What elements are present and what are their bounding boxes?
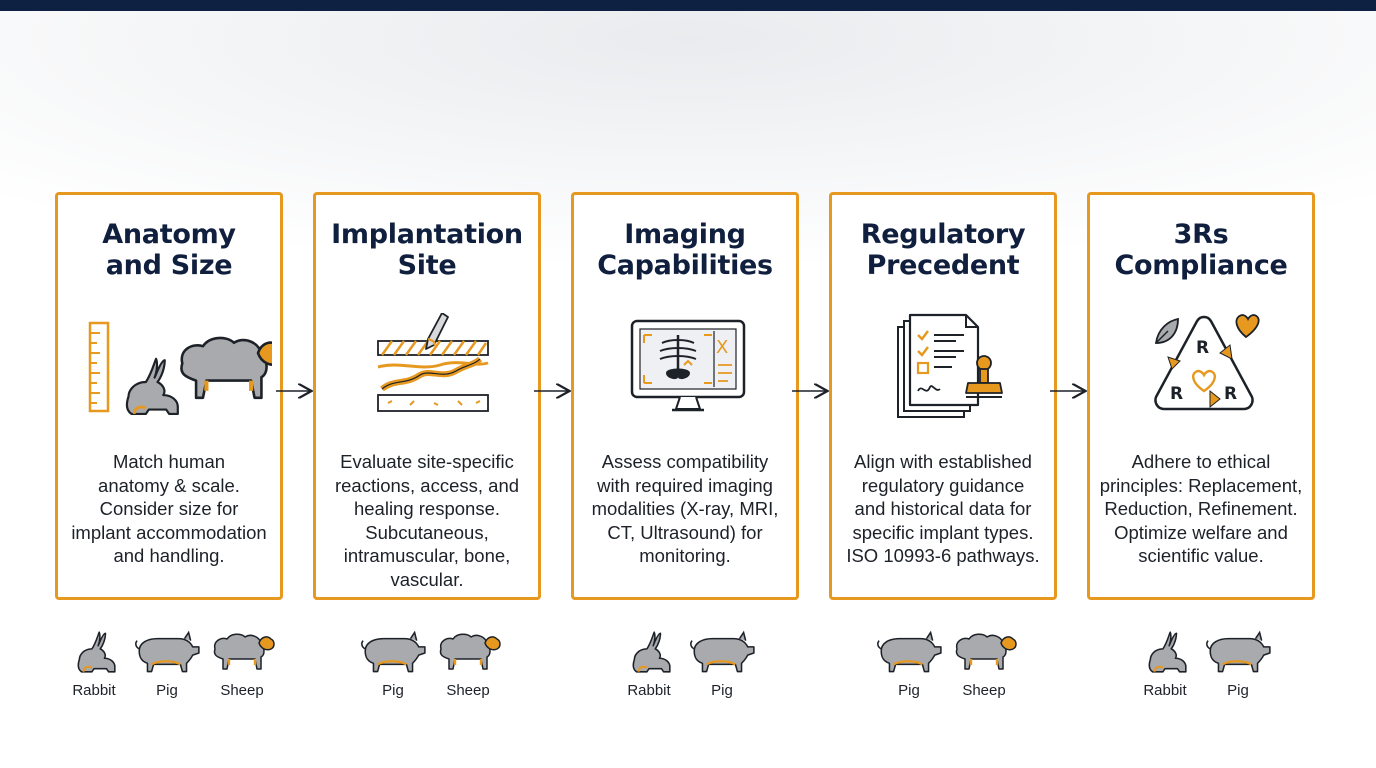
model-pig: Pig — [128, 628, 206, 699]
rabbit-icon — [1148, 631, 1187, 673]
card-description: Assess compatibility with required imagi… — [591, 451, 779, 566]
arrow-right-icon — [1050, 380, 1088, 402]
pig-icon — [1205, 631, 1272, 673]
model-rabbit: Rabbit — [55, 628, 133, 699]
step-card-imaging-capabilities: Imaging Capabilities X Assess compatibil… — [571, 192, 799, 600]
card-title: Imaging Capabilities — [597, 219, 773, 281]
model-rabbit: Rabbit — [1126, 628, 1204, 699]
card-title: Regulatory Precedent — [860, 219, 1026, 281]
step-card-3rs-compliance: 3Rs Compliance R R R Adhere to ethical p… — [1087, 192, 1315, 600]
documents-stamp-icon — [897, 313, 1003, 418]
model-sheep: Sheep — [203, 628, 281, 699]
sheep-icon — [213, 633, 275, 671]
model-sheep: Sheep — [429, 628, 507, 699]
step-card-regulatory-precedent: Regulatory Precedent Align with establis… — [829, 192, 1057, 600]
recycle-triangle-heart-icon: R R R — [1154, 314, 1260, 411]
model-rabbit: Rabbit — [610, 628, 688, 699]
model-pig: Pig — [683, 628, 761, 699]
rabbit-icon — [632, 631, 671, 673]
arrow-right-icon — [792, 380, 830, 402]
arrow-right-icon — [534, 380, 572, 402]
arrow-right-icon — [276, 380, 314, 402]
pig-icon — [134, 631, 201, 673]
card-title: 3Rs Compliance — [1114, 219, 1288, 281]
rabbit-icon — [77, 631, 116, 673]
model-pig: Pig — [870, 628, 948, 699]
svg-text:R: R — [1170, 384, 1183, 404]
card-description: Align with established regulatory guidan… — [846, 451, 1040, 566]
tissue-layers-needle-icon — [377, 313, 489, 412]
card-title: Anatomy and Size — [102, 219, 236, 281]
sheep-icon — [955, 633, 1017, 671]
top-bar — [0, 0, 1376, 11]
card-description: Match human anatomy & scale. Consider si… — [71, 451, 267, 566]
card-title: Implantation Site — [331, 219, 523, 281]
pig-icon — [876, 631, 943, 673]
model-sheep: Sheep — [945, 628, 1023, 699]
svg-text:X: X — [716, 337, 728, 358]
sheep-icon — [439, 633, 501, 671]
model-pig: Pig — [1199, 628, 1277, 699]
svg-text:R: R — [1224, 384, 1237, 404]
xray-monitor-icon: X — [630, 319, 746, 412]
ruler-rabbit-sheep-icon — [88, 321, 272, 416]
model-pig: Pig — [354, 628, 432, 699]
pig-icon — [360, 631, 427, 673]
step-card-implantation-site: Implantation Site Evaluate site-specific… — [313, 192, 541, 600]
step-card-anatomy-size: Anatomy and Size Match human anatomy & s… — [55, 192, 283, 600]
card-description: Adhere to ethical principles: Replacemen… — [1099, 451, 1303, 566]
card-description: Evaluate site-specific reactions, access… — [334, 451, 520, 590]
pig-icon — [689, 631, 756, 673]
svg-text:R: R — [1196, 338, 1209, 358]
